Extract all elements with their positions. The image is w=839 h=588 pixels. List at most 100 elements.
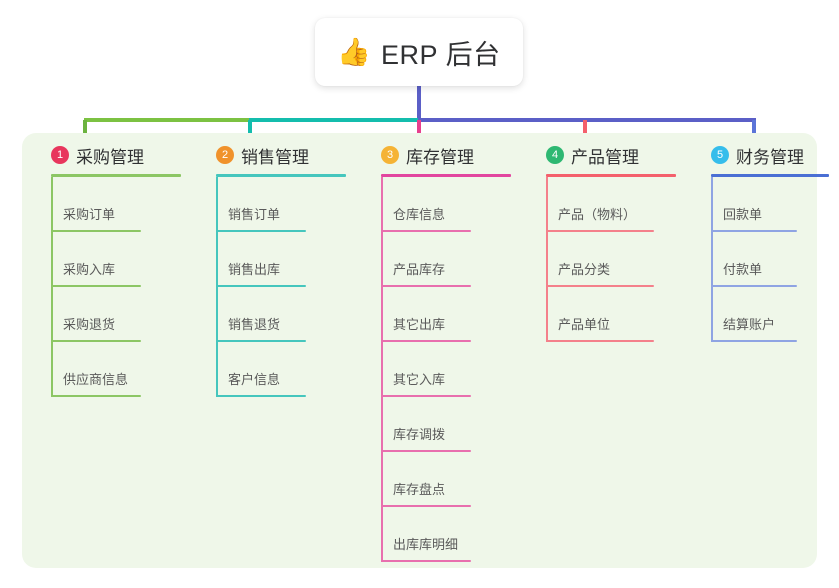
leaf-rule <box>711 285 797 287</box>
leaf-label: 客户信息 <box>228 372 281 387</box>
leaf-rule <box>381 560 471 562</box>
leaf-item[interactable]: 产品分类 <box>530 232 690 287</box>
root-title: ERP 后台 <box>381 39 501 70</box>
branch-header-5[interactable]: 5 财务管理 <box>695 140 835 170</box>
leaf-label: 采购退货 <box>63 317 116 332</box>
leaf-item[interactable]: 销售订单 <box>200 177 360 232</box>
branch-rule-2 <box>216 174 346 177</box>
branch-rule-5 <box>711 174 829 177</box>
leaf-stack-4: 产品（物料） 产品分类产品单位 <box>530 177 690 342</box>
leaf-item[interactable]: 库存盘点 <box>365 452 525 507</box>
leaf-item[interactable]: 库存调拨 <box>365 397 525 452</box>
branch-title-2: 销售管理 <box>241 147 309 167</box>
branch-rule-4 <box>546 174 676 177</box>
leaf-rule <box>216 230 306 232</box>
branch-header-2[interactable]: 2 销售管理 <box>200 140 360 170</box>
leaf-stack-5: 回款单付款单结算账户 <box>695 177 835 342</box>
branch-column-2: 2 销售管理销售订单销售出库销售退货客户信息 <box>200 140 360 397</box>
branch-title-4: 产品管理 <box>571 147 639 167</box>
branch-badge-5: 5 <box>711 146 729 164</box>
branch-header-4[interactable]: 4 产品管理 <box>530 140 690 170</box>
branch-spine-5 <box>711 177 713 342</box>
branch-badge-1: 1 <box>51 146 69 164</box>
leaf-label: 其它入库 <box>393 372 446 387</box>
leaf-rule <box>51 340 141 342</box>
leaf-rule <box>51 395 141 397</box>
leaf-item[interactable]: 供应商信息 <box>35 342 195 397</box>
branch-spine-3 <box>381 177 383 562</box>
leaf-label: 库存盘点 <box>393 482 446 497</box>
branch-badge-4: 4 <box>546 146 564 164</box>
leaf-label: 库存调拨 <box>393 427 446 442</box>
branch-rule-3 <box>381 174 511 177</box>
leaf-rule <box>216 340 306 342</box>
leaf-stack-1: 采购订单采购入库采购退货供应商信息 <box>35 177 195 397</box>
leaf-rule <box>546 285 654 287</box>
branch-column-4: 4 产品管理产品（物料） 产品分类产品单位 <box>530 140 690 342</box>
branch-title-1: 采购管理 <box>76 147 144 167</box>
branch-column-5: 5 财务管理回款单付款单结算账户 <box>695 140 835 342</box>
thumbs-up-icon: 👍 <box>337 36 372 68</box>
leaf-label: 产品单位 <box>558 317 611 332</box>
leaf-item[interactable]: 客户信息 <box>200 342 360 397</box>
leaf-item[interactable]: 结算账户 <box>695 287 835 342</box>
leaf-rule <box>381 285 471 287</box>
leaf-item[interactable]: 采购订单 <box>35 177 195 232</box>
leaf-item[interactable]: 仓库信息 <box>365 177 525 232</box>
leaf-label: 结算账户 <box>723 317 776 332</box>
leaf-item[interactable]: 销售退货 <box>200 287 360 342</box>
leaf-label: 销售订单 <box>228 207 281 222</box>
root-node[interactable]: 👍 ERP 后台 <box>315 18 523 86</box>
leaf-label: 付款单 <box>723 262 763 277</box>
branch-rule-1 <box>51 174 181 177</box>
leaf-label: 出库库明细 <box>393 537 459 552</box>
branch-title-5: 财务管理 <box>736 147 804 167</box>
leaf-item[interactable]: 回款单 <box>695 177 835 232</box>
branch-column-1: 1 采购管理采购订单采购入库采购退货供应商信息 <box>35 140 195 397</box>
branch-title-3: 库存管理 <box>406 147 474 167</box>
leaf-rule <box>381 395 471 397</box>
content-panel <box>22 133 817 568</box>
leaf-stack-3: 仓库信息产品库存其它出库其它入库库存调拨库存盘点出库库明细 <box>365 177 525 562</box>
branch-badge-2: 2 <box>216 146 234 164</box>
leaf-label: 其它出库 <box>393 317 446 332</box>
leaf-label: 回款单 <box>723 207 763 222</box>
branch-column-3: 3 库存管理仓库信息产品库存其它出库其它入库库存调拨库存盘点出库库明细 <box>365 140 525 562</box>
leaf-rule <box>711 230 797 232</box>
leaf-item[interactable]: 付款单 <box>695 232 835 287</box>
leaf-item[interactable]: 产品（物料） <box>530 177 690 232</box>
leaf-label: 供应商信息 <box>63 372 129 387</box>
leaf-item[interactable]: 产品库存 <box>365 232 525 287</box>
leaf-rule <box>546 340 654 342</box>
leaf-item[interactable]: 其它出库 <box>365 287 525 342</box>
leaf-item[interactable]: 销售出库 <box>200 232 360 287</box>
branch-spine-2 <box>216 177 218 397</box>
leaf-item[interactable]: 出库库明细 <box>365 507 525 562</box>
leaf-label: 销售退货 <box>228 317 281 332</box>
branch-spine-1 <box>51 177 53 397</box>
leaf-rule <box>381 505 471 507</box>
leaf-label: 采购入库 <box>63 262 116 277</box>
leaf-item[interactable]: 采购退货 <box>35 287 195 342</box>
leaf-item[interactable]: 采购入库 <box>35 232 195 287</box>
branch-header-1[interactable]: 1 采购管理 <box>35 140 195 170</box>
leaf-rule <box>51 230 141 232</box>
leaf-rule <box>216 285 306 287</box>
leaf-label: 仓库信息 <box>393 207 446 222</box>
leaf-rule <box>381 450 471 452</box>
leaf-label: 采购订单 <box>63 207 116 222</box>
branch-header-3[interactable]: 3 库存管理 <box>365 140 525 170</box>
leaf-stack-2: 销售订单销售出库销售退货客户信息 <box>200 177 360 397</box>
branch-badge-3: 3 <box>381 146 399 164</box>
leaf-item[interactable]: 产品单位 <box>530 287 690 342</box>
leaf-rule <box>711 340 797 342</box>
leaf-rule <box>381 340 471 342</box>
leaf-label: 产品库存 <box>393 262 446 277</box>
leaf-rule <box>51 285 141 287</box>
leaf-rule <box>216 395 306 397</box>
leaf-rule <box>546 230 654 232</box>
leaf-item[interactable]: 其它入库 <box>365 342 525 397</box>
leaf-label: 销售出库 <box>228 262 281 277</box>
leaf-label: 产品分类 <box>558 262 611 277</box>
